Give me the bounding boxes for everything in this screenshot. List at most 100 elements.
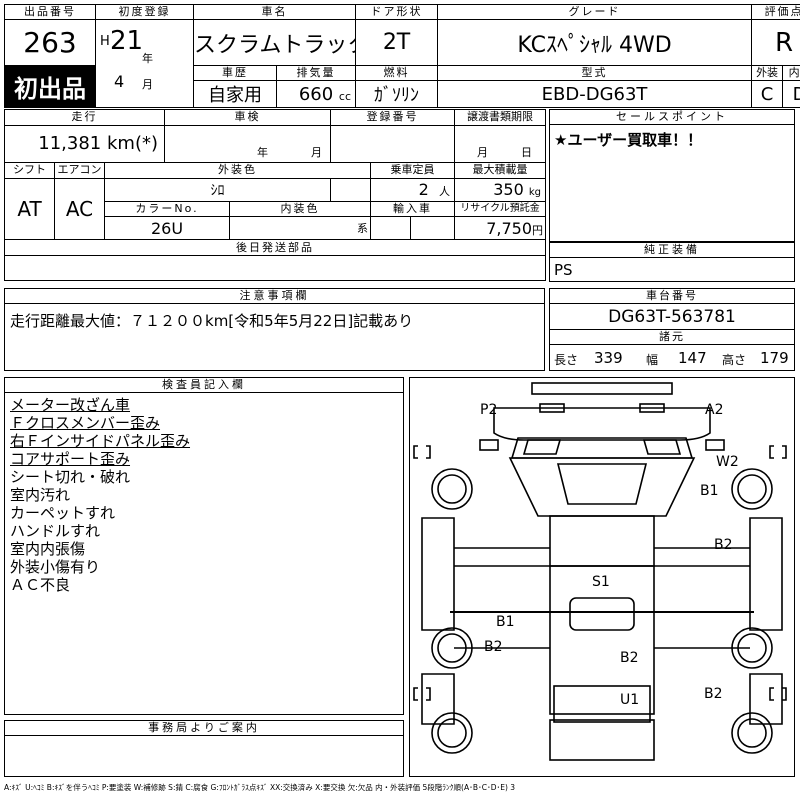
length-label: 長さ bbox=[554, 353, 579, 367]
transfer-label: 譲渡書類期限 bbox=[454, 109, 547, 126]
inspection-label: 車検 bbox=[164, 109, 331, 126]
damage-diagram: P2 A2 W2 B1 B2 S1 B1 B2 B2 U1 B2 bbox=[409, 377, 795, 777]
door-type: 2T bbox=[355, 19, 439, 66]
reg-label: 初度登録 bbox=[94, 4, 195, 20]
width-label: 幅 bbox=[646, 353, 659, 367]
color-no: 26U bbox=[104, 216, 230, 241]
chassis-label: 車台番号 bbox=[549, 288, 795, 304]
recycle-label: リサイクル預託金 bbox=[454, 200, 547, 218]
displacement: 660 bbox=[298, 83, 334, 105]
dims-label: 諸元 bbox=[549, 329, 795, 345]
later-parts-value bbox=[3, 254, 547, 282]
inspector-box: 検査員記入欄 メーター改ざん車 Ｆクロスメンバー歪み 右Ｆインサイドパネル歪み … bbox=[4, 377, 404, 715]
displacement-unit: cc bbox=[338, 89, 352, 103]
inspector-item: 室内汚れ bbox=[10, 486, 71, 504]
score-label: 評価点 bbox=[751, 4, 800, 20]
inspector-item: 右Ｆインサイドパネル歪み bbox=[10, 432, 191, 450]
mileage-label: 走行 bbox=[4, 109, 165, 126]
grade-label: グレード bbox=[437, 4, 753, 20]
lot-no-label: 出品番号 bbox=[4, 4, 96, 20]
interior-color-label: 内装色 bbox=[229, 200, 371, 218]
plate-label: 登録番号 bbox=[329, 109, 456, 126]
inspection-cell: 年 月 bbox=[164, 124, 331, 164]
equipment-box: 純正装備 PS bbox=[549, 242, 795, 282]
color-label: 外装色 bbox=[104, 162, 371, 179]
mark-b2-right-rear: B2 bbox=[704, 686, 723, 702]
notes-label: 注意事項欄 bbox=[5, 289, 544, 304]
height-label: 高さ bbox=[722, 353, 747, 367]
car-name: スクラムトラック bbox=[193, 19, 357, 66]
inspector-item: シート切れ・破れ bbox=[10, 468, 131, 486]
score: R bbox=[751, 19, 800, 66]
height: 179 bbox=[760, 349, 789, 367]
mark-w2: W2 bbox=[716, 454, 739, 470]
inspector-item: コアサポート歪み bbox=[10, 450, 131, 468]
import-cell-b bbox=[409, 216, 456, 241]
sales-point-label: セールスポイント bbox=[550, 110, 794, 125]
grade: KCｽﾍﾟｼｬﾙ 4WD bbox=[437, 19, 753, 66]
mark-b1-right: B1 bbox=[700, 483, 719, 499]
color-extra-cell bbox=[330, 177, 371, 202]
office-box: 事務局よりご案内 bbox=[4, 720, 404, 777]
load-unit: kg bbox=[528, 187, 542, 199]
inspector-item: 外装小傷有り bbox=[10, 558, 101, 576]
mark-b2-bed: B2 bbox=[620, 650, 639, 666]
capacity-label: 乗車定員 bbox=[369, 162, 456, 179]
mark-s1: S1 bbox=[592, 574, 610, 590]
reg-month-unit: 月 bbox=[142, 77, 153, 91]
inspector-list: メーター改ざん車 Ｆクロスメンバー歪み 右Ｆインサイドパネル歪み コアサポート歪… bbox=[5, 393, 403, 597]
chassis-number: DG63T-563781 bbox=[549, 303, 795, 330]
notes-box: 注意事項欄 走行距離最大値：７１２００km[令和5年5月22日]記載あり bbox=[4, 288, 545, 371]
history-label: 車歴 bbox=[193, 65, 278, 81]
reg-month: 4 bbox=[114, 71, 125, 91]
legend: A:ｷｽﾞ U:ﾍｺﾐ B:ｷｽﾞを伴うﾍｺﾐ P:要塗装 W:補修跡 S:錆 … bbox=[4, 783, 516, 792]
transfer-cell: 月 日 bbox=[454, 124, 547, 164]
ac-label: エアコン bbox=[54, 162, 105, 179]
notes-text: 走行距離最大値：７１２００km[令和5年5月22日]記載あり bbox=[10, 312, 414, 330]
inspection-year-unit: 年 bbox=[257, 145, 268, 159]
interior-label: 内装 bbox=[782, 65, 800, 81]
spec-table: 走行 車検 登録番号 譲渡書類期限 11,381 km(*) 年 月 月 日 シ… bbox=[3, 109, 547, 282]
color-no-label: カラーNo. bbox=[104, 200, 230, 218]
inspector-item: ハンドルすれ bbox=[10, 522, 101, 540]
displacement-cell: 660 cc bbox=[276, 80, 357, 108]
inspector-item: 室内内張傷 bbox=[10, 540, 86, 558]
width: 147 bbox=[678, 349, 707, 367]
reg-year-cell: H 21 年 bbox=[94, 19, 195, 66]
sales-point-box: セールスポイント ★ユーザー買取車！！ bbox=[549, 109, 795, 242]
inspector-item: カーペットすれ bbox=[10, 504, 116, 522]
first-listing-badge: 初出品 bbox=[4, 65, 96, 108]
load: 350 bbox=[493, 180, 524, 200]
import-cell-a bbox=[370, 216, 411, 241]
shift: AT bbox=[4, 177, 55, 241]
fuel-label: 燃料 bbox=[355, 65, 439, 81]
equipment-text: PS bbox=[554, 261, 573, 279]
reg-year-unit: 年 bbox=[142, 52, 153, 65]
shift-label: シフト bbox=[4, 162, 55, 179]
plate-cell bbox=[329, 124, 456, 164]
mileage: 11,381 km(*) bbox=[4, 124, 165, 164]
mark-b2-left: B2 bbox=[484, 639, 503, 655]
recycle-unit: 円 bbox=[532, 223, 544, 237]
reg-year: 21 bbox=[110, 26, 144, 56]
mark-a2: A2 bbox=[705, 402, 724, 418]
fuel: ｶﾞｿﾘﾝ bbox=[355, 80, 439, 108]
lot-no: 263 bbox=[4, 19, 96, 66]
inspector-item: Ｆクロスメンバー歪み bbox=[10, 414, 161, 432]
import-label: 輸入車 bbox=[369, 200, 456, 218]
load-cell: 350 kg bbox=[454, 177, 547, 202]
load-label: 最大積載量 bbox=[454, 162, 547, 179]
recycle: 7,750 bbox=[486, 218, 533, 238]
inspector-item: ＡＣ不良 bbox=[10, 576, 71, 594]
later-parts-label: 後日発送部品 bbox=[3, 239, 547, 256]
mark-b1-center: B1 bbox=[496, 614, 515, 630]
model-label: 型式 bbox=[437, 65, 753, 81]
equipment-label: 純正装備 bbox=[550, 243, 794, 258]
car-name-label: 車名 bbox=[193, 4, 357, 20]
office-label: 事務局よりご案内 bbox=[5, 721, 403, 736]
mark-u1: U1 bbox=[620, 692, 640, 708]
interior-color-suffix: 系 bbox=[229, 216, 371, 241]
header-table: 出品番号 初度登録 車名 ドア形状 グレード 評価点 263 H 21 年 スク… bbox=[4, 4, 800, 108]
exterior-label: 外装 bbox=[751, 65, 784, 81]
capacity: 2 bbox=[418, 180, 429, 200]
